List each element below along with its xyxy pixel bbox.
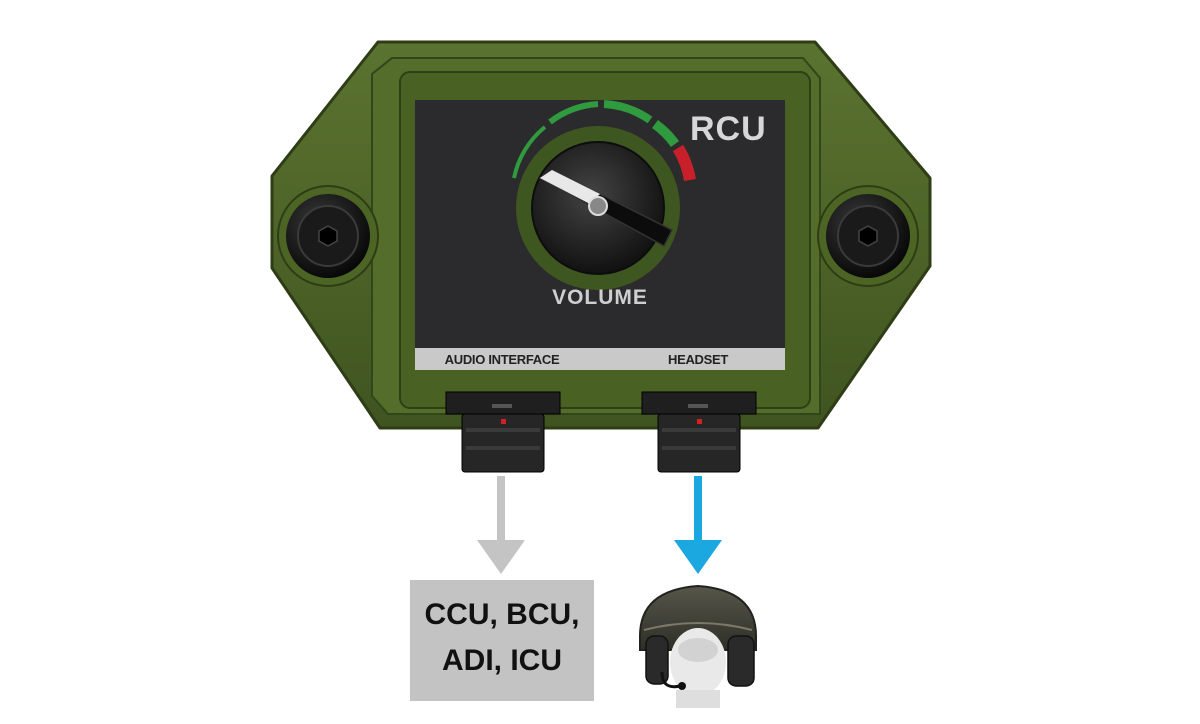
right-screw-icon (817, 185, 919, 287)
volume-knob-icon[interactable] (516, 126, 680, 290)
destination-line-2: ADI, ICU (442, 644, 562, 677)
device-title: RCU (690, 110, 767, 148)
volume-label: VOLUME (552, 286, 648, 309)
audio-interface-connector[interactable] (445, 391, 561, 473)
audio-interface-destination-box: CCU, BCU, ADI, ICU (410, 580, 594, 701)
audio-interface-arrow (477, 476, 525, 574)
audio-interface-port-label: AUDIO INTERFACE (444, 352, 560, 367)
headset-connector[interactable] (641, 391, 757, 473)
left-screw-icon (277, 185, 379, 287)
volume-scale (512, 100, 696, 182)
headset-port-label: HEADSET (667, 352, 729, 367)
headset-arrow (674, 476, 722, 574)
helmet-headset-icon (639, 584, 757, 708)
destination-line-1: CCU, BCU, (424, 598, 580, 631)
label-strip (415, 348, 785, 370)
